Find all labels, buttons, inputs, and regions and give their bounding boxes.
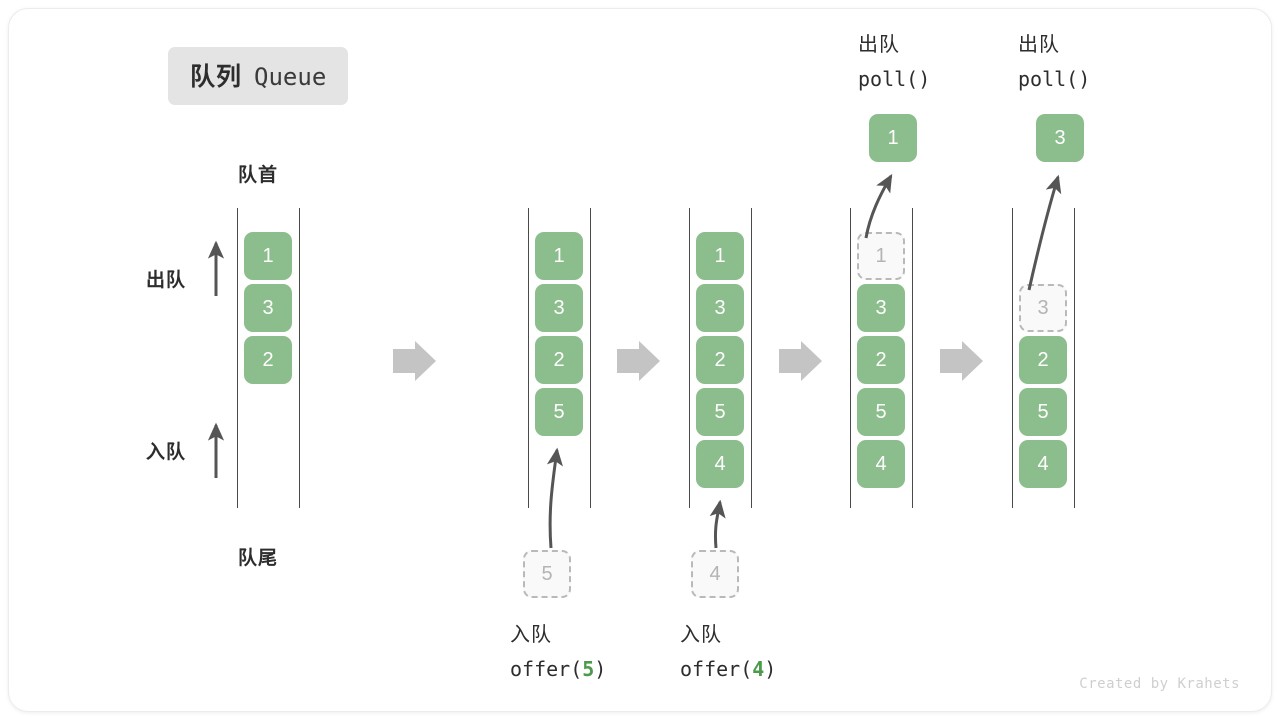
queue-element: 4 — [857, 440, 905, 488]
queue-element: 2 — [696, 336, 744, 384]
caption-operation-cn: 出队 — [1018, 34, 1060, 56]
caption-op-name: poll( — [1018, 67, 1079, 91]
caption-op-name: offer( — [510, 657, 583, 681]
rail-left-stage1 — [237, 208, 238, 508]
ghost-element: 3 — [1019, 284, 1067, 332]
title-badge: 队列 Queue — [168, 47, 349, 105]
queue-element-new: 4 — [696, 440, 744, 488]
caption-op-close: ) — [1078, 67, 1091, 91]
stage5-caption: 出队 poll() — [1018, 28, 1090, 96]
rail-right-stage2 — [590, 208, 591, 508]
queue-element: 3 — [535, 284, 583, 332]
title-label-en: Queue — [254, 63, 327, 91]
rail-left-stage2 — [528, 208, 529, 508]
queue-element: 5 — [1019, 388, 1067, 436]
caption-operation-cn: 入队 — [680, 624, 722, 646]
queue-element: 1 — [696, 232, 744, 280]
queue-element-new: 5 — [535, 388, 583, 436]
stage3-caption: 入队 offer(4) — [680, 618, 776, 686]
queue-element: 5 — [857, 388, 905, 436]
caption-op-name: poll( — [858, 67, 919, 91]
queue-element: 1 — [535, 232, 583, 280]
caption-operation-code: offer(4) — [680, 652, 776, 686]
queue-rear-label: 队尾 — [238, 548, 279, 569]
caption-operation-code: poll() — [1018, 62, 1090, 96]
caption-operation-cn: 入队 — [510, 624, 552, 646]
rail-right-stage5 — [1074, 208, 1075, 508]
caption-operation-code: poll() — [858, 62, 930, 96]
caption-operation-cn: 出队 — [858, 34, 900, 56]
rail-right-stage1 — [299, 208, 300, 508]
caption-op-name: offer( — [680, 657, 753, 681]
stage4-caption: 出队 poll() — [858, 28, 930, 96]
caption-op-close: ) — [594, 657, 607, 681]
rail-left-stage5 — [1012, 208, 1013, 508]
queue-element: 2 — [244, 336, 292, 384]
rail-left-stage4 — [850, 208, 851, 508]
queue-element: 2 — [535, 336, 583, 384]
ghost-element: 1 — [857, 232, 905, 280]
queue-front-label: 队首 — [238, 165, 279, 186]
queue-element: 5 — [696, 388, 744, 436]
diagram-card — [8, 8, 1272, 712]
caption-op-close: ) — [918, 67, 931, 91]
ghost-element: 4 — [691, 550, 739, 598]
caption-op-close: ) — [764, 657, 777, 681]
queue-element: 2 — [857, 336, 905, 384]
popped-element: 3 — [1036, 114, 1084, 162]
caption-op-arg: 4 — [752, 657, 765, 681]
enqueue-direction-label: 入队 — [146, 442, 187, 463]
popped-element: 1 — [869, 114, 917, 162]
rail-right-stage4 — [912, 208, 913, 508]
queue-element: 2 — [1019, 336, 1067, 384]
title-label-cn: 队列 — [190, 63, 243, 91]
caption-operation-code: offer(5) — [510, 652, 606, 686]
ghost-element: 5 — [523, 550, 571, 598]
rail-left-stage3 — [689, 208, 690, 508]
queue-element: 3 — [857, 284, 905, 332]
queue-element: 3 — [244, 284, 292, 332]
watermark-credit: Created by Krahets — [1079, 676, 1240, 692]
stage2-caption: 入队 offer(5) — [510, 618, 606, 686]
queue-element: 3 — [696, 284, 744, 332]
queue-element: 1 — [244, 232, 292, 280]
rail-right-stage3 — [751, 208, 752, 508]
dequeue-direction-label: 出队 — [146, 270, 187, 291]
caption-op-arg: 5 — [582, 657, 595, 681]
queue-element: 4 — [1019, 440, 1067, 488]
